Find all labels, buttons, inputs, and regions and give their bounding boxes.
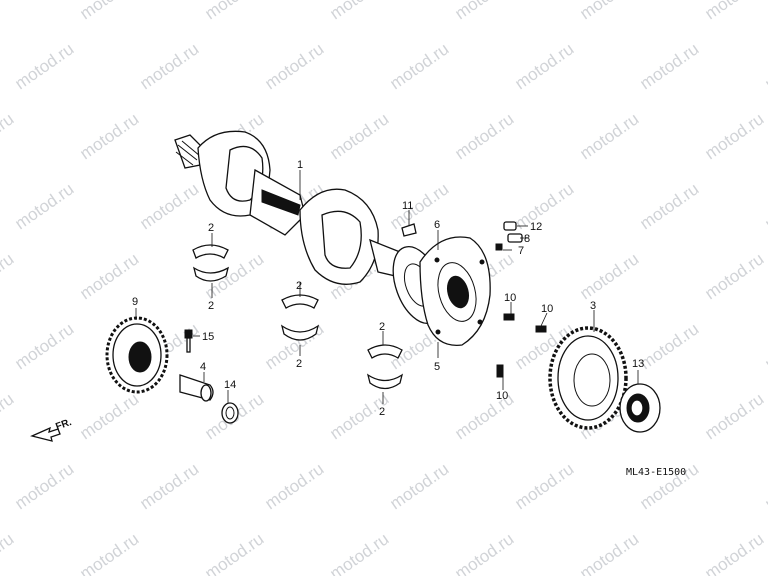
gear-left [105, 316, 169, 394]
watermark-text: motod.ru [11, 179, 77, 233]
watermark-text: motod.ru [576, 0, 642, 23]
watermark-text: motod.ru [511, 179, 577, 233]
watermark-text: motod.ru [761, 459, 768, 513]
watermark-text: motod.ru [576, 249, 642, 303]
watermark-text: motod.ru [326, 109, 392, 163]
watermark-text: motod.ru [386, 459, 452, 513]
bolt-15 [184, 329, 193, 353]
diagram-code: ML43-E1500 [626, 467, 686, 478]
callout-10b: 10 [541, 303, 553, 315]
callout-11: 11 [402, 200, 413, 212]
watermark-text: motod.ru [451, 109, 517, 163]
watermark-text: motod.ru [701, 389, 767, 443]
watermark-text: motod.ru [76, 0, 142, 23]
callout-9: 9 [132, 296, 138, 308]
watermark-text: motod.ru [701, 249, 767, 303]
callout-10a: 10 [504, 292, 516, 304]
callout-4: 4 [200, 361, 206, 373]
callout-2e: 2 [379, 321, 385, 333]
watermark-text: motod.ru [511, 39, 577, 93]
washer [221, 402, 239, 424]
watermark-text: motod.ru [0, 249, 17, 303]
watermark-text: motod.ru [636, 179, 702, 233]
watermark-text: motod.ru [0, 109, 17, 163]
watermark-text: motod.ru [136, 459, 202, 513]
callout-13: 13 [632, 358, 644, 370]
callout-8: 8 [524, 233, 530, 245]
watermark-text: motod.ru [0, 0, 17, 23]
watermark-text: motod.ru [11, 39, 77, 93]
watermark-text: motod.ru [76, 529, 142, 576]
front-direction-arrow-icon [30, 426, 61, 442]
watermark-text: motod.ru [451, 0, 517, 23]
watermark-text: motod.ru [0, 529, 17, 576]
watermark-text: motod.ru [451, 529, 517, 576]
watermark-text: motod.ru [636, 319, 702, 373]
watermark-text: motod.ru [201, 0, 267, 23]
callout-6: 6 [434, 219, 440, 231]
watermark-text: motod.ru [136, 179, 202, 233]
callout-15: 15 [202, 331, 214, 343]
callout-2c: 2 [296, 280, 302, 292]
callout-12: 12 [530, 221, 542, 233]
watermark-text: motod.ru [701, 109, 767, 163]
watermark-text: motod.ru [386, 39, 452, 93]
leader-lines [135, 170, 639, 404]
watermark-text: motod.ru [326, 0, 392, 23]
callout-10c: 10 [496, 390, 508, 402]
crankshaft [174, 130, 409, 285]
watermark-text: motod.ru [636, 39, 702, 93]
watermark-text: motod.ru [76, 109, 142, 163]
callout-14: 14 [224, 379, 236, 391]
watermark-text: motod.ru [0, 389, 17, 443]
balancer-housing [419, 236, 491, 346]
watermark-text: motod.ru [761, 319, 768, 373]
watermark-text: motod.ru [76, 389, 142, 443]
watermark-text: motod.ru [511, 459, 577, 513]
callout-1: 1 [297, 159, 303, 171]
watermark-text: motod.ru [261, 459, 327, 513]
watermark-text: motod.ru [761, 39, 768, 93]
callout-2a: 2 [208, 222, 214, 234]
gear-right [548, 326, 628, 430]
watermark-text: motod.ru [136, 39, 202, 93]
direction-label: FR. [54, 417, 73, 433]
watermark-text: motod.ru [701, 529, 767, 576]
watermark-text: motod.ru [11, 319, 77, 373]
callout-3: 3 [590, 300, 596, 312]
callout-7: 7 [518, 245, 524, 257]
watermark-text: motod.ru [576, 529, 642, 576]
watermark-text: motod.ru [326, 529, 392, 576]
balancer-pin [179, 374, 214, 402]
callout-2b: 2 [208, 300, 214, 312]
callout-5: 5 [434, 361, 440, 373]
watermark-text: motod.ru [761, 179, 768, 233]
watermark-text: motod.ru [261, 39, 327, 93]
watermark-text: motod.ru [201, 529, 267, 576]
watermark-text: motod.ru [11, 459, 77, 513]
small-fasteners [401, 221, 547, 378]
bearing-shells [192, 244, 404, 390]
callout-2f: 2 [379, 406, 385, 418]
callout-2d: 2 [296, 358, 302, 370]
bearing [619, 383, 661, 433]
watermark-text: motod.ru [386, 179, 452, 233]
watermark-text: motod.ru [576, 109, 642, 163]
watermark-text: motod.ru [701, 0, 767, 23]
